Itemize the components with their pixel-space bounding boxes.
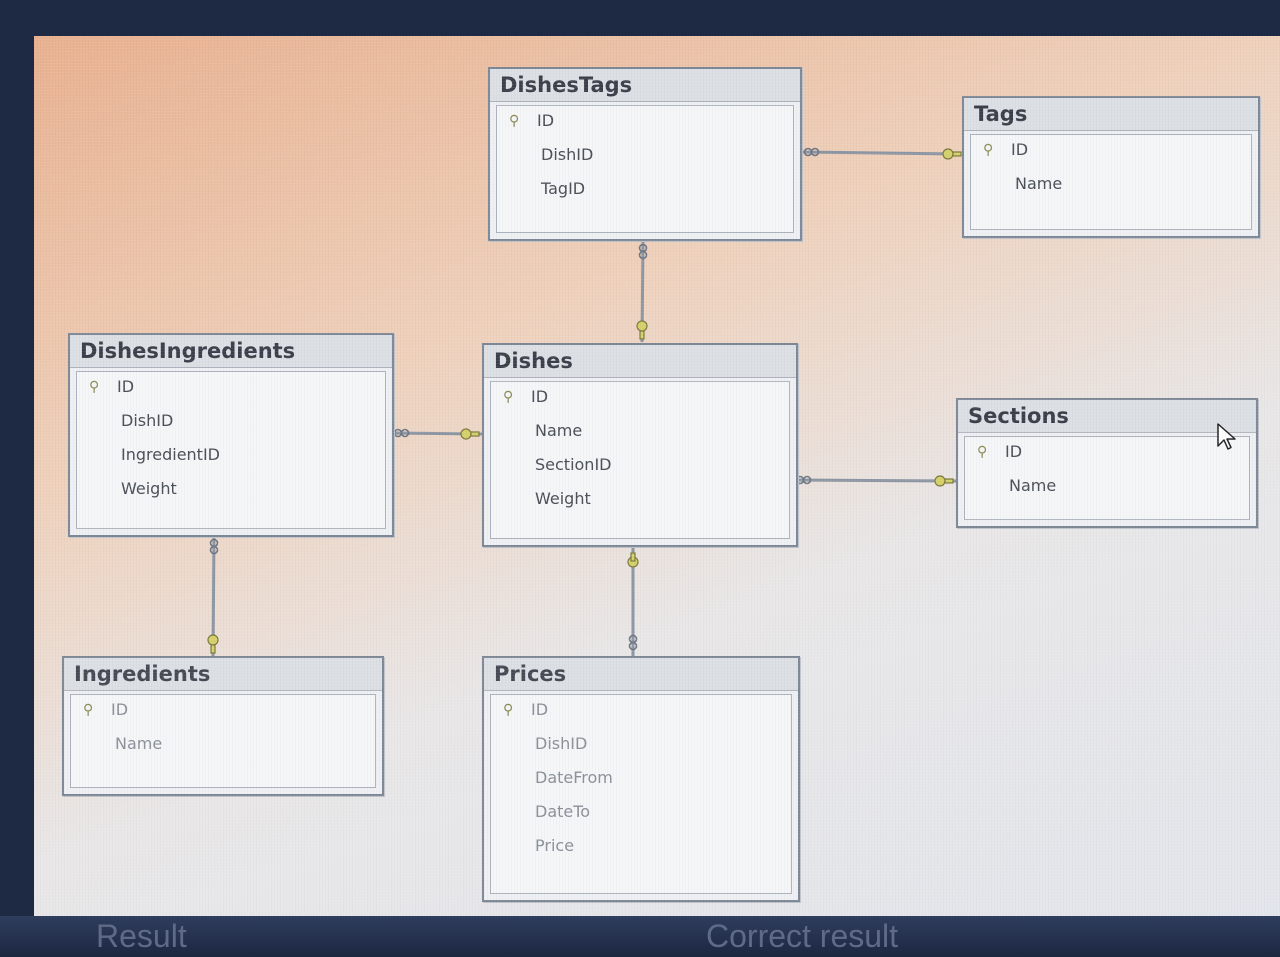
cursor-arrow-icon xyxy=(1217,423,1236,450)
table-ingredients[interactable]: Ingredients ⚲ ID Name xyxy=(62,656,384,796)
diagram-canvas: DishesTags ⚲ ID DishID TagID Tags ⚲ ID N… xyxy=(34,36,1280,916)
field-name: DateTo xyxy=(535,802,591,821)
key-end-icon xyxy=(207,634,219,654)
field-name: ID xyxy=(531,700,549,719)
key-end-icon xyxy=(636,320,648,340)
field-name: ID xyxy=(117,377,135,396)
key-icon: ⚲ xyxy=(509,113,520,129)
infinity-icon xyxy=(803,147,820,157)
key-icon: ⚲ xyxy=(977,444,988,460)
field-name: TagID xyxy=(541,179,586,198)
key-end-icon xyxy=(934,475,954,487)
key-icon: ⚲ xyxy=(503,389,514,405)
table-prices[interactable]: Prices ⚲ ID DishID DateFrom DateTo Price xyxy=(482,656,800,902)
key-end-icon xyxy=(627,552,639,568)
field-name: Price xyxy=(535,836,575,855)
table-dishestags[interactable]: DishesTags ⚲ ID DishID TagID xyxy=(488,67,802,241)
field-name: Name xyxy=(535,421,583,440)
field-name: ID xyxy=(111,700,129,719)
relationship-lines xyxy=(207,147,962,657)
field-name: SectionID xyxy=(535,455,612,474)
table-dishesingredients[interactable]: DishesIngredients ⚲ ID DishID Ingredient… xyxy=(68,333,394,537)
tab-correct-result[interactable]: Correct result xyxy=(706,918,899,954)
field-name: Name xyxy=(1009,476,1057,495)
table-tags[interactable]: Tags ⚲ ID Name xyxy=(962,96,1260,238)
key-icon: ⚲ xyxy=(83,702,94,718)
field-name: DishID xyxy=(121,411,174,430)
table-sections[interactable]: Sections ⚲ ID Name xyxy=(956,398,1258,528)
field-name: ID xyxy=(1011,140,1029,159)
infinity-icon xyxy=(628,634,638,651)
field-name: ID xyxy=(537,111,555,130)
table-title: DishesTags xyxy=(490,69,800,102)
field-name: ID xyxy=(531,387,549,406)
field-name: Name xyxy=(115,734,163,753)
field-name: Weight xyxy=(121,479,177,498)
field-name: DateFrom xyxy=(535,768,613,787)
infinity-icon xyxy=(209,538,219,555)
bottom-tab-bar: Result Correct result xyxy=(0,916,1280,957)
field-name: DishID xyxy=(541,145,594,164)
infinity-icon xyxy=(393,428,410,438)
field-name: Name xyxy=(1015,174,1063,193)
table-title: Sections xyxy=(958,400,1256,433)
field-name: IngredientID xyxy=(121,445,220,464)
table-title: Prices xyxy=(484,658,798,691)
field-name: ID xyxy=(1005,442,1023,461)
table-dishes[interactable]: Dishes ⚲ ID Name SectionID Weight xyxy=(482,343,798,547)
table-title: Dishes xyxy=(484,345,796,378)
table-title: Ingredients xyxy=(64,658,382,691)
field-name: Weight xyxy=(535,489,591,508)
key-end-icon xyxy=(460,428,480,440)
relationship-dishestags-tags xyxy=(799,150,959,156)
field-name: DishID xyxy=(535,734,588,753)
table-title: Tags xyxy=(964,98,1258,131)
infinity-icon xyxy=(638,243,648,260)
relationship-dishes-sections xyxy=(793,478,957,483)
table-title: DishesIngredients xyxy=(70,335,392,368)
key-icon: ⚲ xyxy=(503,702,514,718)
key-icon: ⚲ xyxy=(89,379,100,395)
key-end-icon xyxy=(942,148,962,160)
key-icon: ⚲ xyxy=(983,142,994,158)
tab-result[interactable]: Result xyxy=(96,918,187,954)
